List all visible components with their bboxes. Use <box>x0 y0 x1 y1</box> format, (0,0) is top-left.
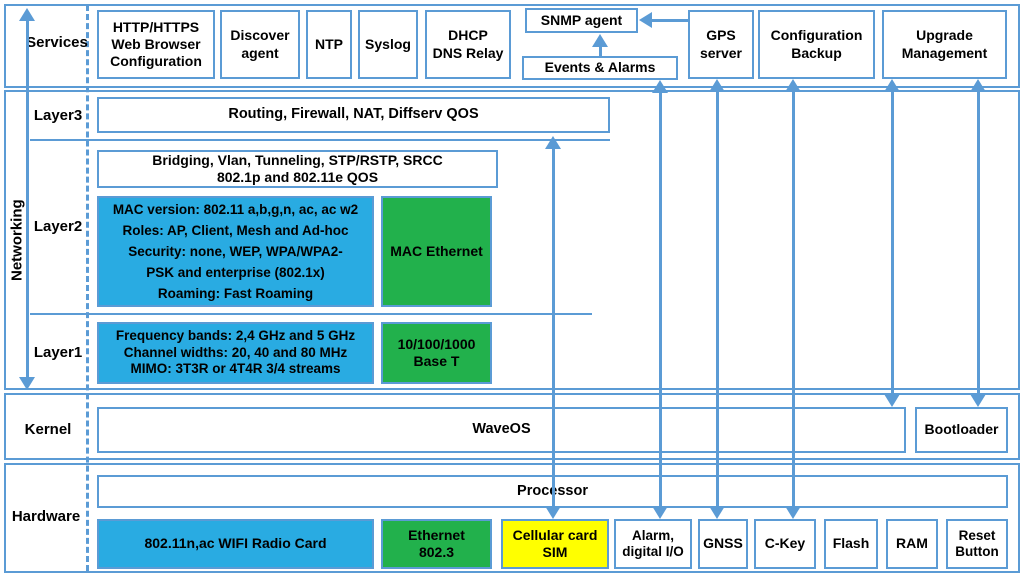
layer2-features-box: Bridging, Vlan, Tunneling, STP/RSTP, SRC… <box>97 150 498 188</box>
row-label-services: Services <box>26 33 88 51</box>
row-label-hardware: Hardware <box>11 507 81 525</box>
service-box-dhcp-dns-relay: DHCP DNS Relay <box>425 10 511 79</box>
reset-button-box: Reset Button <box>946 519 1008 569</box>
service-box-http: HTTP/HTTPS Web Browser Configuration <box>97 10 215 79</box>
gnss-box: GNSS <box>698 519 748 569</box>
ethernet-card-box: Ethernet 802.3 <box>381 519 492 569</box>
row-label-kernel: Kernel <box>24 420 72 438</box>
flash-box: Flash <box>824 519 878 569</box>
service-box-discover-agent: Discover agent <box>220 10 300 79</box>
row-label-layer2: Layer2 <box>33 217 83 235</box>
c-key-box: C-Key <box>754 519 816 569</box>
ram-box: RAM <box>886 519 938 569</box>
label-column-separator <box>86 5 89 571</box>
layer1-wifi-phy-box: Frequency bands: 2,4 GHz and 5 GHz Chann… <box>97 322 374 384</box>
processor-box: Processor <box>97 475 1008 508</box>
layer1-base-t-box: 10/100/1000 Base T <box>381 322 492 384</box>
layer3-features-box: Routing, Firewall, NAT, Diffserv QOS <box>97 97 610 133</box>
service-box-snmp-agent: SNMP agent <box>525 8 638 33</box>
row-label-layer1: Layer1 <box>33 343 83 361</box>
service-box-syslog: Syslog <box>358 10 418 79</box>
bootloader-box: Bootloader <box>915 407 1008 453</box>
row-label-networking: Networking <box>8 199 26 281</box>
row-label-layer3: Layer3 <box>33 106 83 124</box>
service-box-upgrade-management: Upgrade Management <box>882 10 1007 79</box>
cellular-sim-box: Cellular card SIM <box>501 519 609 569</box>
wifi-radio-card-box: 802.11n,ac WIFI Radio Card <box>97 519 374 569</box>
service-box-ntp: NTP <box>306 10 352 79</box>
service-box-gps-server: GPS server <box>688 10 754 79</box>
waveos-box: WaveOS <box>97 407 906 453</box>
layer2-mac-ethernet-box: MAC Ethernet <box>381 196 492 307</box>
service-box-configuration-backup: Configuration Backup <box>758 10 875 79</box>
alarm-digital-io-box: Alarm, digital I/O <box>614 519 692 569</box>
layer2-layer1-divider <box>30 313 592 315</box>
layer3-layer2-divider <box>30 139 610 141</box>
layer2-wifi-mac-box: MAC version: 802.11 a,b,g,n, ac, ac w2 R… <box>97 196 374 307</box>
service-box-events-alarms: Events & Alarms <box>522 56 678 80</box>
